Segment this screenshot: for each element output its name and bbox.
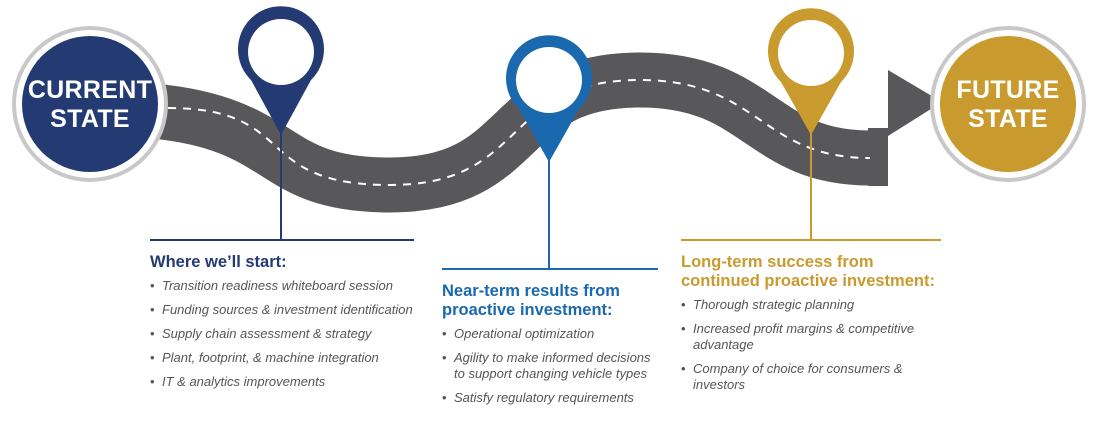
list-item: Plant, footprint, & machine integration: [150, 350, 414, 366]
list-item: Supply chain assessment & strategy: [150, 326, 414, 342]
current-state-line1: CURRENT: [27, 76, 153, 104]
list-item: Thorough strategic planning: [681, 297, 941, 313]
stage-start-rule: [150, 239, 414, 241]
current-state-circle: [12, 26, 168, 182]
stage-near-term-list: Operational optimization Agility to make…: [442, 326, 658, 406]
stage-start-list: Transition readiness whiteboard session …: [150, 278, 414, 390]
list-item: Transition readiness whiteboard session: [150, 278, 414, 294]
map-pin-gold-icon: [768, 8, 854, 240]
current-state-label: CURRENT STATE: [22, 76, 158, 134]
future-state-line1: FUTURE: [956, 76, 1060, 104]
stage-long-term-title-line1: Long-term success from: [681, 253, 874, 271]
map-pin-navy-icon: [237, 6, 324, 240]
current-state-line2: STATE: [50, 105, 130, 133]
future-state-circle: [930, 26, 1086, 182]
list-item-line2: to support changing vehicle types: [454, 366, 647, 381]
list-item: IT & analytics improvements: [150, 374, 414, 390]
list-item: Increased profit margins & competitive a…: [681, 321, 941, 353]
stage-long-term-title-line2: continued proactive investment:: [681, 272, 935, 290]
stage-near-term-title-line1: Near-term results from: [442, 282, 620, 300]
future-state-line2: STATE: [968, 105, 1048, 133]
stage-long-term-rule: [681, 239, 941, 241]
stage-long-term: Long-term success from continued proacti…: [681, 239, 941, 401]
list-item-line1: Agility to make informed decisions: [454, 350, 651, 365]
future-state-label: FUTURE STATE: [940, 76, 1076, 134]
list-item: Agility to make informed decisions to su…: [442, 350, 658, 382]
map-pin-blue-icon: [506, 35, 592, 269]
stage-near-term-rule: [442, 268, 658, 270]
road: [89, 52, 942, 213]
list-item: Company of choice for consumers & invest…: [681, 361, 941, 393]
stage-start: Where we’ll start: Transition readiness …: [150, 239, 414, 398]
list-item: Satisfy regulatory requirements: [442, 390, 658, 406]
stage-near-term: Near-term results from proactive investm…: [442, 268, 658, 414]
list-item: Operational optimization: [442, 326, 658, 342]
list-item: Funding sources & investment identificat…: [150, 302, 414, 318]
stage-long-term-title: Long-term success from continued proacti…: [681, 253, 941, 291]
stage-near-term-title-line2: proactive investment:: [442, 301, 613, 319]
stage-near-term-title: Near-term results from proactive investm…: [442, 282, 658, 320]
stage-long-term-list: Thorough strategic planning Increased pr…: [681, 297, 941, 393]
stage-start-title: Where we’ll start:: [150, 253, 287, 271]
